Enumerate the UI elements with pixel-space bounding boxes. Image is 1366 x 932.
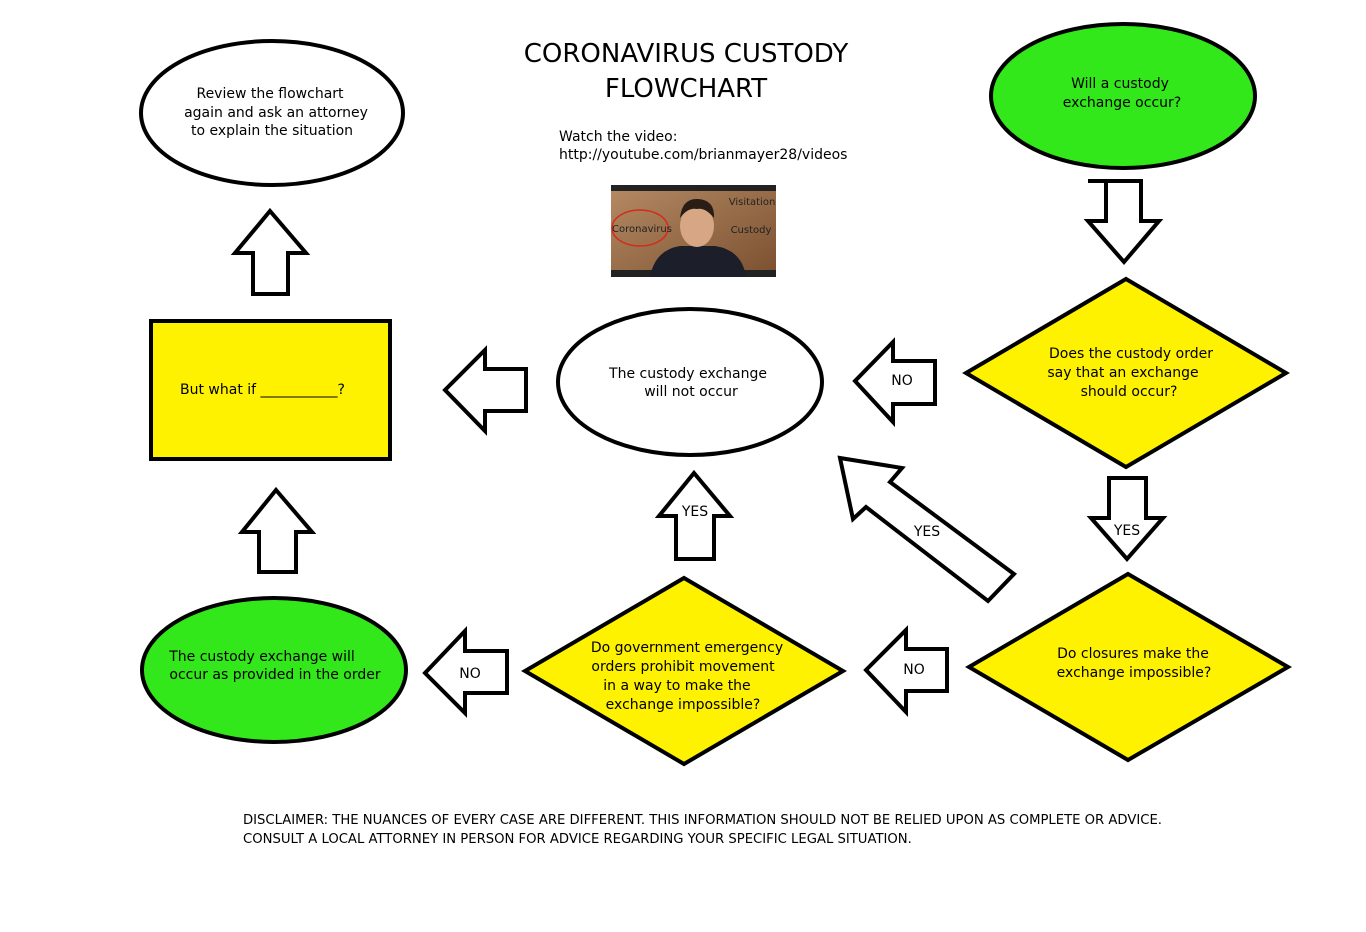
thumbnail-word-coronavirus: Coronavirus: [612, 224, 672, 235]
thumbnail-word-custody: Custody: [731, 225, 772, 236]
government-line4: exchange impossible?: [606, 697, 761, 713]
page-title-line2: FLOWCHART: [605, 74, 767, 104]
thumbnail-person-hair: [680, 198, 715, 218]
will-not-occur-line1: The custody exchange: [608, 366, 767, 382]
node-government: Do government emergency orders prohibit …: [521, 575, 847, 767]
arrow-no-closures-to-government: [863, 625, 949, 717]
arrow-up-to-but-what-if: [237, 486, 317, 574]
closures-line1: Do closures make the: [1057, 646, 1209, 662]
order-says-line1: Does the custody order: [1049, 346, 1213, 362]
arrow-yes-closures-to-not-occur: [837, 455, 1018, 604]
node-review: Review the flowchart again and ask an at…: [139, 39, 405, 187]
thumbnail-top-bar: [611, 185, 776, 191]
node-order-says: Does the custody order say that an excha…: [962, 276, 1290, 470]
node-but-what-if: But what if ___________?: [149, 319, 392, 461]
disclaimer-line2: CONSULT A LOCAL ATTORNEY IN PERSON FOR A…: [243, 832, 912, 847]
node-will-occur: The custody exchange will occur as provi…: [140, 596, 408, 744]
but-what-if-text: But what if ___________?: [180, 382, 345, 398]
will-occur-line1: The custody exchange will: [168, 649, 355, 665]
will-exchange-line2: exchange occur?: [1063, 95, 1181, 111]
label-government-yes: YES: [681, 504, 708, 520]
label-order-no: NO: [891, 373, 913, 389]
thumbnail-person-face: [680, 205, 714, 247]
thumbnail-person-suit: [650, 246, 746, 277]
arrow-no-order-to-not-occur: [852, 337, 937, 428]
arrow-no-government-to-will-occur: [422, 626, 509, 718]
video-prompt: Watch the video:: [559, 129, 677, 145]
government-line1: Do government emergency: [591, 640, 783, 656]
closures-line2: exchange impossible?: [1057, 665, 1212, 681]
label-closures-yes: YES: [913, 524, 940, 540]
arrow-yes-government-to-not-occur: [654, 469, 735, 561]
label-closures-no: NO: [903, 662, 925, 678]
will-exchange-line1: Will a custody: [1071, 76, 1169, 92]
label-order-yes: YES: [1113, 523, 1140, 539]
arrow-up-to-review: [230, 207, 311, 296]
government-line3: in a way to make the: [603, 678, 750, 694]
review-line3: to explain the situation: [191, 123, 353, 139]
node-will-exchange-occur: Will a custody exchange occur?: [989, 22, 1257, 170]
disclaimer-line1: DISCLAIMER: THE NUANCES OF EVERY CASE AR…: [243, 813, 1162, 828]
arrow-left-to-but-what-if: [442, 345, 528, 436]
order-says-line3: should occur?: [1081, 384, 1178, 400]
thumbnail-red-circle: [611, 209, 669, 247]
arrow-yes-order-to-closures: [1086, 476, 1168, 563]
thumbnail-word-visitation: Visitation: [729, 197, 776, 208]
page-title-line1: CORONAVIRUS CUSTODY: [524, 39, 849, 69]
video-url[interactable]: http://youtube.com/brianmayer28/videos: [559, 147, 847, 163]
arrow-down-to-order-says: [1083, 179, 1164, 266]
node-will-not-occur: The custody exchange will not occur: [556, 307, 824, 457]
label-government-no: NO: [459, 666, 481, 682]
will-occur-line2: occur as provided in the order: [169, 667, 380, 683]
video-thumbnail[interactable]: Coronavirus Visitation Custody: [611, 185, 776, 277]
will-not-occur-line2: will not occur: [644, 384, 738, 400]
node-closures: Do closures make the exchange impossible…: [965, 571, 1292, 763]
review-line1: Review the flowchart: [196, 86, 344, 102]
government-line2: orders prohibit movement: [591, 659, 775, 675]
review-line2: again and ask an attorney: [184, 105, 368, 121]
order-says-line2: say that an exchange: [1047, 365, 1198, 381]
